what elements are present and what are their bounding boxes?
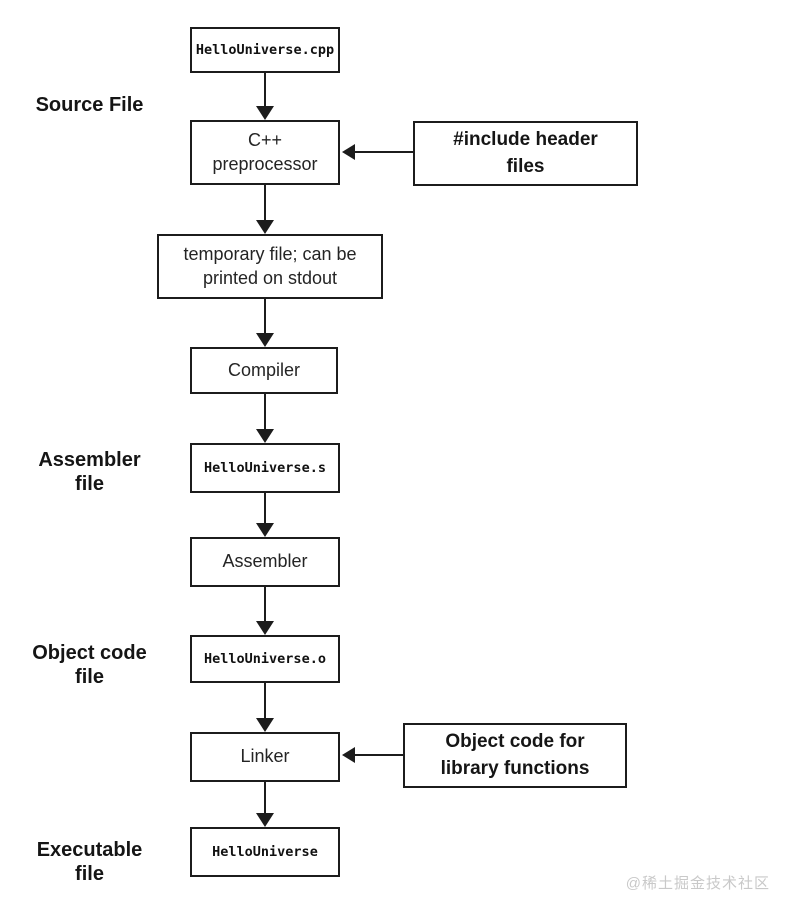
node-cpp-preprocessor: C++ preprocessor [190, 120, 340, 185]
label-executable-file: Executable file [36, 839, 143, 885]
node-assembler: Assembler [190, 537, 340, 587]
node-object-file-box: HelloUniverse.o [190, 635, 340, 683]
node-compiler: Compiler [190, 347, 338, 394]
node-assembler-file-box: HelloUniverse.s [190, 443, 340, 493]
label-object-code-file: Object code file [32, 642, 147, 688]
watermark: @稀土掘金技术社区 [625, 875, 770, 892]
node-library-objects: Object code for library functions [403, 723, 627, 788]
node-executable-box: HelloUniverse [190, 827, 340, 877]
node-source-file-box: HelloUniverse.cpp [190, 27, 340, 73]
label-source-file: Source File [35, 94, 144, 116]
node-temporary-file: temporary file; can be printed on stdout [157, 234, 383, 299]
node-include-headers: #include header files [413, 121, 638, 186]
label-assembler-file: Assembler file [38, 449, 141, 495]
node-linker: Linker [190, 732, 340, 782]
